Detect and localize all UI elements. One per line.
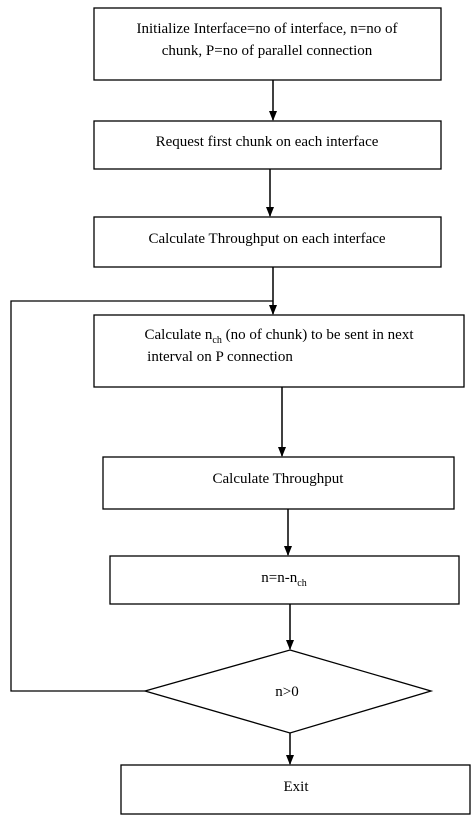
calc-nch-pre: Calculate n: [145, 327, 213, 343]
update-n-box: [109, 555, 460, 605]
request-box: [93, 120, 442, 170]
init-text-line2: chunk, P=no of parallel connection: [162, 43, 373, 59]
exit-text: Exit: [284, 779, 310, 795]
calc-interface-throughput-box: [93, 216, 442, 268]
calc-nch-text-line1: Calculate nch (no of chunk) to be sent i…: [145, 327, 415, 346]
decision-label: n>0: [275, 684, 298, 700]
calc-interface-throughput-text: Calculate Throughput on each interface: [148, 231, 385, 247]
init-box: [93, 7, 442, 81]
calc-nch-subscript: ch: [212, 335, 221, 346]
loop-back-line: [10, 300, 273, 692]
calc-nch-box: [93, 314, 465, 388]
calc-nch-text-line2: interval on P connection: [147, 349, 293, 365]
exit-box: [120, 764, 471, 815]
update-n-pre: n=n-n: [261, 570, 297, 586]
calc-throughput-text: Calculate Throughput: [213, 471, 345, 487]
update-n-subscript: ch: [297, 578, 306, 589]
init-text-line1: Initialize Interface=no of interface, n=…: [137, 21, 398, 37]
request-text: Request first chunk on each interface: [156, 134, 379, 150]
calc-throughput-box: [102, 456, 455, 510]
update-n-text: n=n-nch: [261, 570, 306, 589]
calc-nch-post: (no of chunk) to be sent in next: [222, 327, 414, 343]
